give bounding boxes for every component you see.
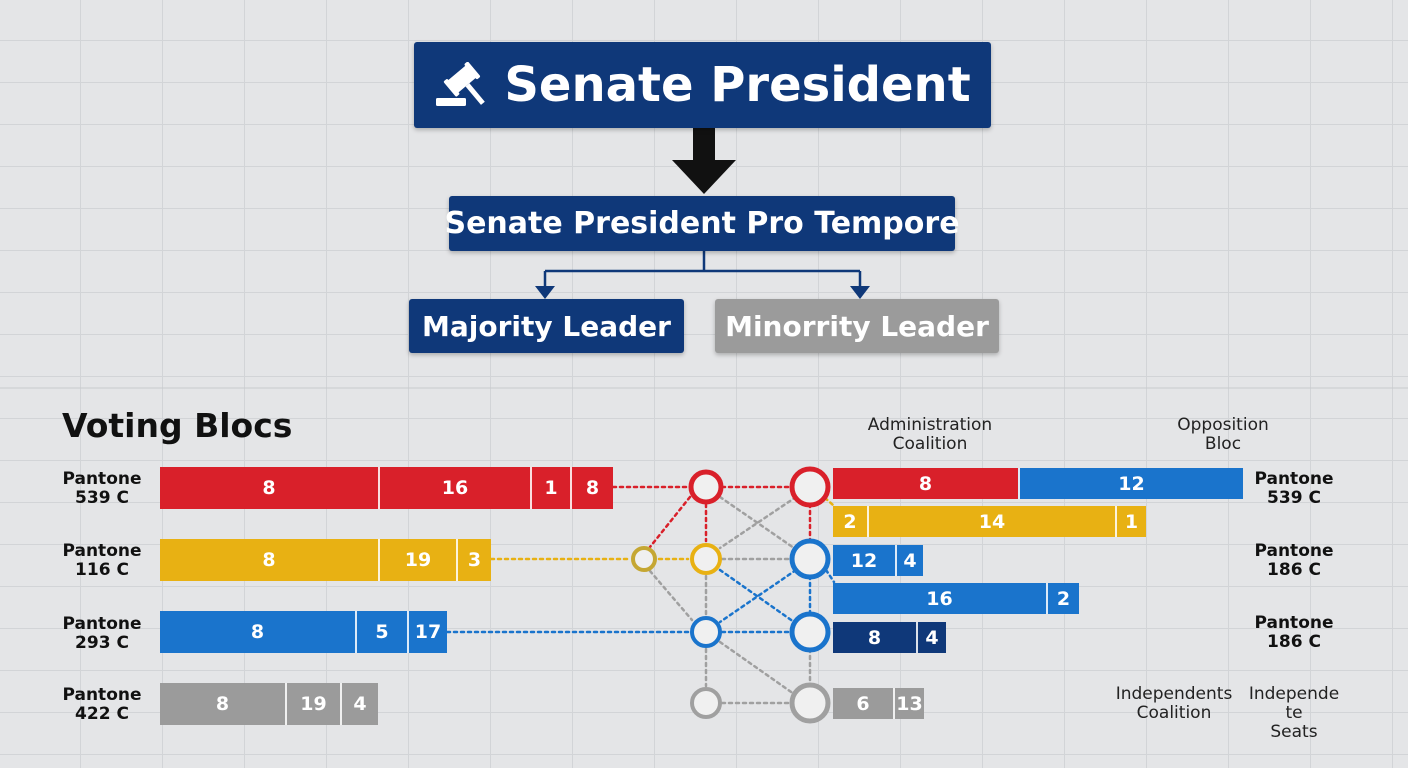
right-bar-0-segment-0: 8	[833, 468, 1018, 499]
minority-leader-box: Minorrity Leader	[715, 299, 999, 353]
minority-leader-label: Minorrity Leader	[725, 309, 989, 343]
pro-tempore-label: Senate President Pro Tempore	[444, 206, 960, 241]
row-label-293c: Pantone 293 C	[62, 614, 142, 653]
right-bar-4-segment-0: 8	[833, 622, 916, 653]
right-label-186c-a: Pantone 186 C	[1254, 541, 1334, 580]
left-bar-3-segment-0: 8	[160, 683, 285, 725]
majority-leader-box: Majority Leader	[409, 299, 684, 353]
left-bar-3-segment-2: 4	[340, 683, 378, 725]
left-bar-1-segment-1: 19	[378, 539, 456, 581]
page-title: Senate President	[504, 57, 971, 113]
left-bar-0-segment-2: 1	[530, 467, 570, 509]
left-bar-2-segment-0: 8	[160, 611, 355, 653]
link-cross-4	[718, 568, 798, 624]
right-bar-1-segment-0: 2	[833, 506, 867, 537]
left-bar-0-segment-3: 8	[570, 467, 613, 509]
right-bar-1-segment-1: 14	[867, 506, 1115, 537]
senate-president-box: Senate President	[414, 42, 991, 128]
link-cross-2	[718, 495, 798, 550]
link-admin-blue	[824, 568, 836, 584]
right-bar-3-segment-1: 2	[1046, 583, 1079, 614]
right-bar-0-segment-1: 12	[1018, 468, 1243, 499]
node-grey-b	[789, 682, 831, 724]
voting-blocs-title: Voting Blocs	[62, 406, 293, 445]
link-cross-1	[718, 495, 796, 550]
link-cross-3	[718, 568, 796, 624]
node-grey-a	[690, 687, 722, 719]
node-red-b	[789, 466, 831, 508]
left-bar-0-segment-1: 16	[378, 467, 530, 509]
right-bar-3-segment-0: 16	[833, 583, 1046, 614]
majority-leader-label: Majority Leader	[422, 309, 671, 343]
right-bar-2-segment-0: 12	[833, 545, 895, 576]
pro-tempore-box: Senate President Pro Tempore	[444, 196, 960, 251]
row-label-422c: Pantone 422 C	[62, 685, 142, 724]
right-label-186c-b: Pantone 186 C	[1254, 613, 1334, 652]
left-bar-3-segment-1: 19	[285, 683, 340, 725]
node-blue-a	[789, 538, 831, 580]
right-bar-2-segment-1: 4	[895, 545, 923, 576]
opposition-bloc-heading: Opposition Bloc	[1177, 415, 1269, 454]
link-red-to-yellow-small	[648, 495, 692, 549]
node-yellow-small	[631, 546, 657, 572]
left-bar-1-segment-0: 8	[160, 539, 378, 581]
gavel-icon	[436, 62, 486, 106]
right-bar-4-segment-1: 4	[916, 622, 946, 653]
node-blue-b	[690, 616, 722, 648]
link-cross-5	[718, 640, 796, 696]
row-label-539c: Pantone 539 C	[62, 469, 142, 508]
left-bar-2-segment-2: 17	[407, 611, 447, 653]
left-bar-2-segment-1: 5	[355, 611, 407, 653]
link-small-to-blue	[648, 569, 694, 622]
right-bar-5-segment-0: 6	[833, 688, 893, 719]
right-label-539c: Pantone 539 C	[1254, 469, 1334, 508]
node-red-a	[688, 469, 724, 505]
left-bar-1-segment-2: 3	[456, 539, 491, 581]
left-bar-0-segment-0: 8	[160, 467, 378, 509]
row-label-116c: Pantone 116 C	[62, 541, 142, 580]
independent-seats-heading: Independe te Seats	[1248, 684, 1340, 742]
administration-coalition-heading: Administration Coalition	[867, 415, 993, 454]
node-blue-c	[789, 611, 831, 653]
right-bar-1-segment-2: 1	[1115, 506, 1146, 537]
node-yellow-a	[690, 543, 722, 575]
independents-coalition-heading: Independents Coalition	[1115, 684, 1233, 723]
right-bar-5-segment-1: 13	[893, 688, 924, 719]
